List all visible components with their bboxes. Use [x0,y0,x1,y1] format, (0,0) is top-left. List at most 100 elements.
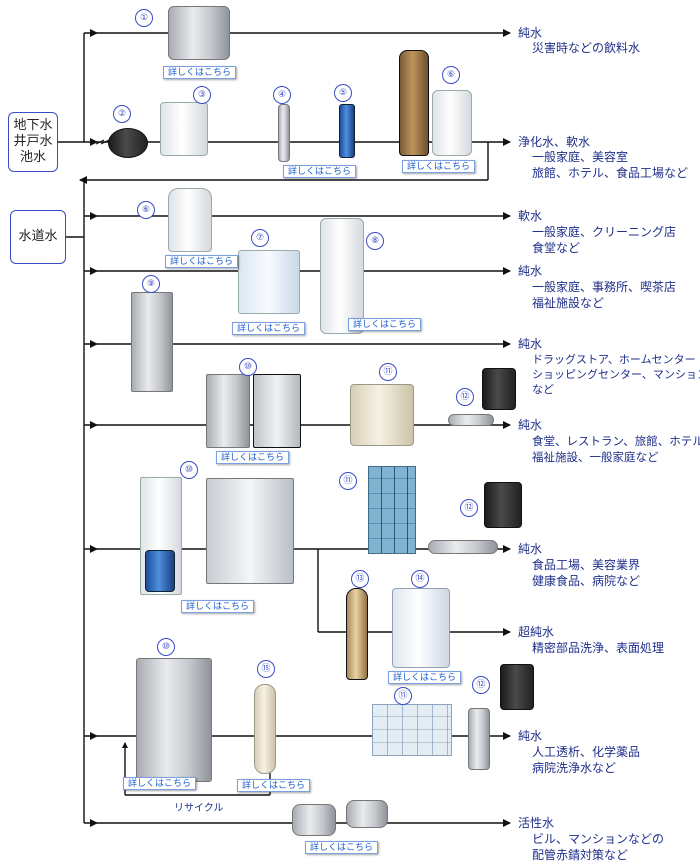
source-tap-water: 水道水 [10,210,66,264]
output-7-line1: 食品工場、美容業界 [532,558,641,572]
detail-button-6b[interactable]: 詳しくはこちら [165,255,239,268]
output-5-title: 純水 [518,337,543,351]
detail-button-10[interactable]: 詳しくはこちら [216,451,290,464]
recycle-label: リサイクル [174,803,224,814]
device-12-control-box [482,368,516,410]
detail-button-4-5[interactable]: 詳しくはこちら [283,165,357,178]
output-9-line2: 病院洗浄水など [532,761,617,775]
output-8-line1: 精密部品洗浄、表面処理 [532,641,665,655]
item-number-5: ⑤ [334,84,352,102]
output-9-title: 純水 [518,729,543,743]
detail-button-15[interactable]: 詳しくはこちら [237,779,311,792]
output-1-title: 純水 [518,26,543,40]
device-10-open-panel [253,374,301,448]
detail-button-10c[interactable]: 詳しくはこちら [123,777,197,790]
output-8-title: 超純水 [518,625,555,639]
device-activator-1 [292,804,336,836]
output-4-line2: 福祉施設など [532,296,605,310]
device-6-brine-tank [432,90,472,156]
output-6-line1: 食堂、レストラン、旅館、ホテル [532,434,700,448]
item-number-3: ③ [193,86,211,104]
output-6-line2: 福祉施設、一般家庭など [532,450,659,464]
device-11b-panel-tank [368,466,416,554]
output-10-line2: 配管赤錆対策など [532,848,629,862]
device-10-purifier-cabinet [206,374,250,448]
device-12b-uv-sterilizer [428,540,498,554]
device-3-pump-unit [160,102,208,156]
device-6b-softener [168,188,212,252]
source-ground-water: 地下水 井戸水 池水 [8,112,58,172]
output-2-line2: 旅館、ホテル、食品工場など [532,166,689,180]
output-1-line1: 災害時などの飲料水 [532,41,641,55]
item-number-10: ⑩ [239,358,257,376]
source-ground-water-line1: 地下水 [13,118,53,133]
item-number-15: ⑮ [257,660,275,678]
item-number-6: ⑥ [442,66,460,84]
output-7-line2: 健康食品、病院など [532,574,641,588]
item-number-6b: ⑥ [137,201,155,219]
item-number-14: ⑭ [411,570,429,588]
device-13-resin-column [346,588,368,680]
detail-button-10b[interactable]: 詳しくはこちら [181,600,255,613]
item-number-11b: ⑪ [339,472,357,490]
device-8-water-dispenser [320,218,364,334]
device-9-vending-unit [131,292,173,392]
device-2-pump [108,128,148,158]
item-number-13: ⑬ [351,570,369,588]
device-10b-ro-system [206,478,294,584]
source-tap-water-label: 水道水 [18,229,58,244]
device-11-storage-tank [350,384,414,446]
device-12c-uv-sterilizer [468,708,490,770]
output-5-line3: など [532,383,554,396]
device-12c-control-box [500,664,534,710]
device-7-ro-unit [238,250,300,314]
detail-button-8[interactable]: 詳しくはこちら [348,318,422,331]
output-6-title: 純水 [518,418,543,432]
item-number-7: ⑦ [251,229,269,247]
item-number-12c: ⑫ [472,676,490,694]
detail-button-6[interactable]: 詳しくはこちら [402,160,476,173]
output-4-line1: 一般家庭、事務所、喫茶店 [532,280,677,294]
output-10-title: 活性水 [518,816,555,830]
source-ground-water-line3: 池水 [19,150,46,165]
device-14-edi-module [392,588,450,668]
device-12b-control-box [484,482,522,528]
detail-button-7[interactable]: 詳しくはこちら [232,322,306,335]
item-number-11c: ⑪ [394,687,412,705]
output-2-line1: 一般家庭、美容室 [532,150,629,164]
item-number-12b: ⑫ [460,499,478,517]
output-4-title: 純水 [518,264,543,278]
output-9-line1: 人工透析、化学薬品 [532,745,641,759]
device-1-portable-purifier [168,6,230,60]
item-number-12: ⑫ [456,388,474,406]
item-number-1: ① [135,9,153,27]
device-15-heat-exchanger [254,684,276,774]
output-10-line1: ビル、マンションなどの [532,832,665,846]
item-number-10c: ⑩ [157,638,175,656]
detail-button-14[interactable]: 詳しくはこちら [388,671,462,684]
device-10c-large-purifier [136,658,212,782]
item-number-11: ⑪ [379,363,397,381]
device-activator-2 [346,800,388,828]
item-number-10b: ⑩ [180,461,198,479]
item-number-8: ⑧ [366,232,384,250]
output-5-line2: ショッピングセンター、マンション [532,368,700,381]
device-12-uv-sterilizer [448,414,494,426]
output-5-line1: ドラッグストア、ホームセンター [532,353,696,366]
source-ground-water-line2: 井戸水 [13,134,53,149]
item-number-9: ⑨ [142,275,160,293]
detail-button-activator[interactable]: 詳しくはこちら [305,841,379,854]
detail-button-1[interactable]: 詳しくはこちら [163,66,237,79]
device-11c-panel-tank [372,704,452,756]
output-3-line1: 一般家庭、クリーニング店 [532,225,677,239]
device-6-softener-column [399,50,429,156]
output-7-title: 純水 [518,542,543,556]
device-10b-filters [145,550,175,592]
output-2-title: 浄化水、軟水 [518,135,591,149]
device-4-filter [278,104,290,162]
device-5-cartridge-filter [339,104,355,158]
output-3-line2: 食堂など [532,241,581,255]
output-3-title: 軟水 [518,209,543,223]
item-number-2: ② [113,105,131,123]
item-number-4: ④ [273,86,291,104]
